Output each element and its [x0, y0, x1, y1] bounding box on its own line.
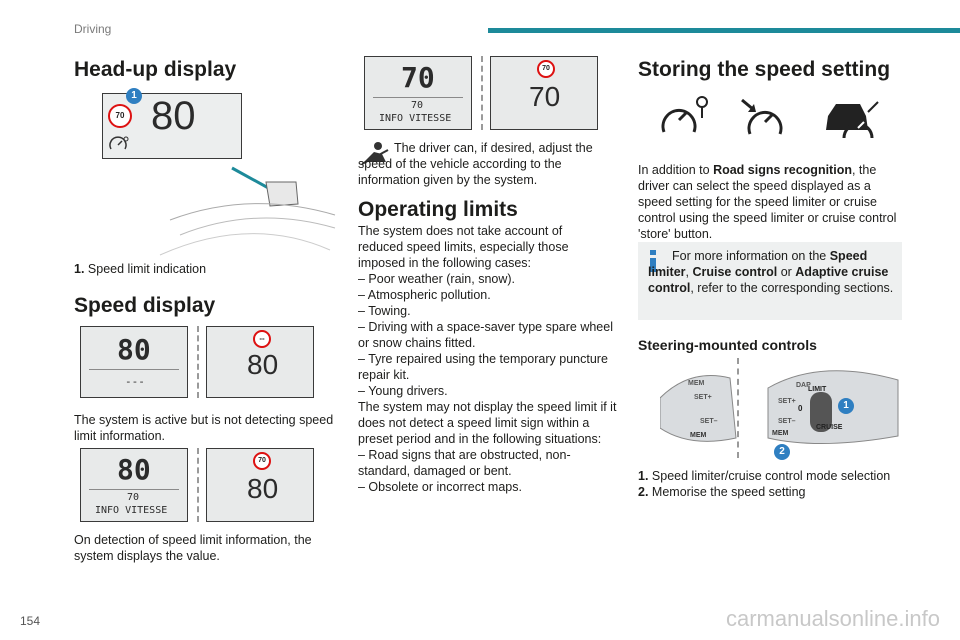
display-c-sub2: INFO VITESSE: [379, 113, 452, 124]
info-cruise-control: Cruise control: [692, 265, 778, 279]
stalk-label-zero: 0: [798, 404, 803, 413]
display-divider: [197, 326, 199, 398]
display-divider: [481, 56, 483, 130]
limits-intro: The system does not take account of redu…: [358, 224, 569, 270]
display-c-left: 70 70 INFO VITESSE: [364, 56, 472, 130]
display-a-speed: 80: [117, 333, 151, 366]
info-pre: For more information on the: [672, 249, 830, 263]
caption-1-number: 1.: [638, 469, 649, 483]
limits-item: – Poor weather (rain, snow).: [358, 272, 516, 286]
speedometer-icon: [109, 136, 129, 157]
info-post: , refer to the corresponding sections.: [690, 281, 894, 295]
callout-stalk-2: 2: [774, 444, 790, 460]
display-c-sub1: 70: [411, 100, 424, 111]
caption-2-number: 2.: [638, 485, 649, 499]
page-number: 154: [20, 614, 41, 628]
stalk-label-limit: LIMIT: [808, 386, 827, 393]
lcd-separator: [89, 489, 179, 490]
text-no-detection: The system is active but is not detectin…: [74, 413, 334, 443]
display-a-left: 80 ---: [80, 326, 188, 398]
speed-limit-sign: 70: [108, 104, 132, 128]
info-icon: [648, 250, 658, 277]
display-b-speed: 80: [117, 453, 151, 486]
display-c-sign: 70: [537, 60, 555, 78]
text-detection: On detection of speed limit information,…: [74, 533, 312, 563]
display-c-right: 70 70: [490, 56, 598, 130]
display-a-sub: ---: [125, 375, 145, 388]
display-b-sub2: INFO VITESSE: [95, 505, 168, 516]
adaptive-cruise-icon: [822, 96, 882, 145]
section-title: Driving: [74, 22, 112, 36]
stalk-label-set-minus: SET–: [778, 418, 796, 425]
limits-item: – Towing.: [358, 304, 411, 318]
driver-adjust-text: The driver can, if desired, adjust the s…: [358, 141, 593, 187]
display-b-sub1: 70: [127, 492, 140, 503]
stalk-label-set-plus: SET+: [778, 398, 796, 405]
controls-heading: Steering-mounted controls: [638, 337, 817, 353]
windscreen-illustration: [159, 166, 336, 256]
info-text: For more information on the Speed limite…: [648, 248, 894, 296]
stalk-divider: [737, 358, 739, 458]
limits-item: – Tyre repaired using the temporary punc…: [358, 352, 608, 382]
hud-caption: Speed limit indication: [87, 262, 207, 276]
display-a-sign: --: [253, 330, 271, 348]
stalk-label-mem-left-bottom: MEM: [690, 432, 707, 439]
stalk-label-set-minus-left: SET–: [700, 418, 718, 425]
limits-item: – Driving with a space-saver type spare …: [358, 320, 613, 350]
caption-1: Speed limiter/cruise control mode select…: [651, 469, 891, 483]
lcd-separator: [373, 97, 463, 98]
driver-adjust-icon: [360, 140, 390, 171]
stalk-label-set-plus-left: SET+: [694, 394, 712, 401]
caption-2: Memorise the speed setting: [651, 485, 806, 499]
callout-stalk-1: 1: [838, 398, 854, 414]
header-accent-bar: [488, 28, 960, 33]
display-a-right: -- 80: [206, 326, 314, 398]
limits-heading: Operating limits: [358, 198, 518, 221]
display-b-right-speed: 80: [247, 473, 279, 504]
display-b-sign: 70: [253, 452, 271, 470]
storing-text-post: , the driver can select the speed displa…: [638, 163, 897, 241]
hud-heading: Head-up display: [74, 58, 237, 81]
speed-limiter-icon: [660, 94, 712, 143]
display-a-right-speed: 80: [247, 349, 279, 380]
hud-speed: 80: [151, 94, 196, 138]
stalk-label-cruise: CRUISE: [816, 424, 843, 431]
limits-item: – Atmospheric pollution.: [358, 288, 491, 302]
stalk-label-dap: DAP: [796, 382, 811, 389]
display-c-right-speed: 70: [529, 81, 561, 112]
info-speed-limiter: Speed limiter: [648, 249, 868, 279]
watermark-url: carmanualsonline.info: [725, 606, 940, 631]
display-c-speed: 70: [401, 61, 435, 94]
limits-para2: The system may not display the speed lim…: [358, 400, 617, 446]
cruise-control-icon: [740, 96, 792, 145]
stalk-label-mem-left: MEM: [688, 380, 705, 387]
storing-heading: Storing the speed setting: [638, 58, 891, 81]
display-b-left: 80 70 INFO VITESSE: [80, 448, 188, 522]
limits-item: – Obsolete or incorrect maps.: [358, 480, 522, 494]
storing-text: In addition to Road signs recognition, t…: [638, 162, 902, 242]
storing-text-pre: In addition to: [638, 163, 714, 177]
limits-item: – Young drivers.: [358, 384, 448, 398]
info-box: [638, 242, 902, 320]
steering-stalk-illustration: [660, 370, 899, 444]
info-adaptive-cruise: Adaptive cruise control: [648, 265, 889, 295]
info-sep: ,: [685, 265, 693, 279]
speed-display-heading: Speed display: [74, 294, 216, 317]
display-b-right: 70 80: [206, 448, 314, 522]
info-sep: or: [777, 265, 796, 279]
stalk-label-mem: MEM: [772, 430, 789, 437]
storing-text-bold: Road signs recognition: [713, 163, 852, 177]
display-divider: [197, 448, 199, 522]
limits-list: – Poor weather (rain, snow). – Atmospher…: [358, 271, 618, 495]
callout-1: 1: [126, 88, 142, 104]
lcd-separator: [89, 369, 179, 370]
hud-display: 70 80: [102, 93, 242, 159]
limits-item: – Road signs that are obstructed, non-st…: [358, 448, 571, 478]
hud-caption-number: 1.: [74, 262, 85, 276]
